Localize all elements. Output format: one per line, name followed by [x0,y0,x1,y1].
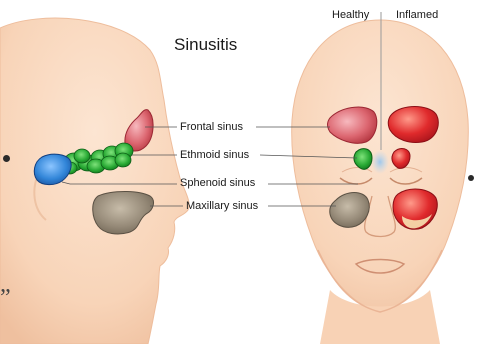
label-sphenoid-sinus: Sphenoid sinus [180,177,255,189]
legend-healthy: Healthy [332,9,369,21]
label-maxillary-sinus: Maxillary sinus [186,200,258,212]
label-frontal-sinus: Frontal sinus [180,121,243,133]
nasal-cavity-highlight [371,150,389,174]
bullet-dot-right [468,175,474,181]
diagram-title: Sinusitis [174,35,237,55]
quote-mark: ” [0,286,11,310]
label-ethmoid-sinus: Ethmoid sinus [180,149,249,161]
profile-head [0,18,189,344]
bullet-dot-left [3,155,10,162]
legend-inflamed: Inflamed [396,9,438,21]
